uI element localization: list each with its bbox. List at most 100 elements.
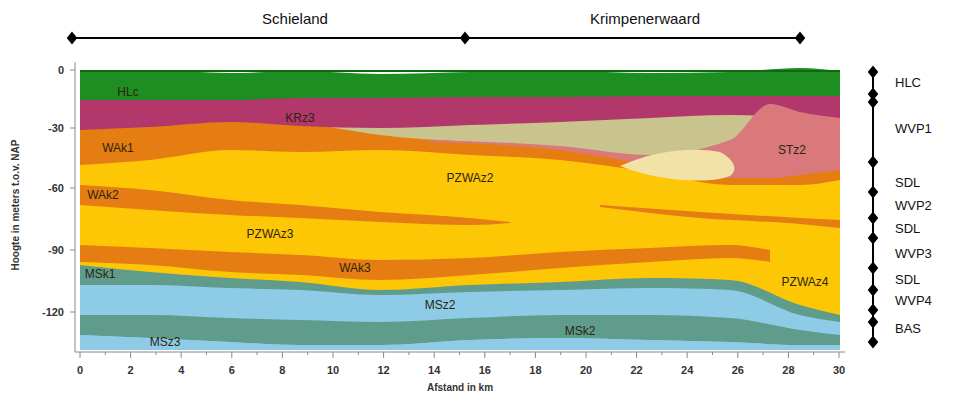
tick-mark (231, 352, 232, 358)
tick-label: -90 (48, 245, 64, 256)
bracket-diamond (869, 337, 877, 347)
layer-name: MSk2 (565, 325, 596, 337)
tick-mark (788, 352, 789, 358)
sand-layer (80, 96, 840, 350)
tick-mark (155, 352, 156, 355)
layer-name: STz2 (778, 144, 806, 156)
region-name: Schieland (262, 11, 328, 26)
tick-label: 24 (681, 365, 693, 376)
layer-name: WAk2 (87, 189, 119, 201)
unit-name: BAS (895, 322, 921, 335)
tick-label: 22 (630, 365, 642, 376)
unit-name: HLC (895, 76, 921, 89)
tick-mark (307, 352, 308, 355)
tick-label: 20 (580, 365, 592, 376)
bracket-diamond (869, 285, 877, 295)
layer-name: PZWAz4 (782, 276, 829, 288)
clay-layer (80, 185, 510, 225)
tick-label: 26 (732, 365, 744, 376)
tick-mark (70, 128, 75, 129)
tick-mark (560, 352, 561, 355)
tick-label: 12 (377, 365, 389, 376)
tick-mark (105, 352, 106, 355)
bracket-diamond (869, 187, 877, 197)
layer-name: KRz3 (285, 112, 314, 124)
tick-label: 6 (229, 365, 235, 376)
tick-mark (80, 352, 81, 358)
sand-layer (80, 335, 840, 350)
tick-mark (737, 352, 738, 358)
tick-label: -60 (48, 183, 64, 194)
tick-mark (611, 352, 612, 355)
tick-label: 14 (428, 365, 440, 376)
axes (75, 62, 845, 352)
tick-mark (70, 312, 75, 313)
tick-mark (484, 352, 485, 358)
tick-mark (839, 352, 840, 358)
soil-layers (80, 68, 840, 350)
tick-mark (70, 250, 75, 251)
axis-title: Hoogte in meters t.o.v. NAP (11, 140, 21, 271)
bracket-diamond (869, 305, 877, 315)
tick-label: 30 (833, 365, 845, 376)
unit-name: SDL (895, 222, 920, 235)
unit-name: WVP1 (895, 122, 932, 135)
layer-name: PZWAz2 (447, 172, 494, 184)
tick-label: 16 (479, 365, 491, 376)
layer-name: MSk1 (85, 268, 116, 280)
bracket-diamond (869, 97, 877, 107)
region-name: Krimpenerwaard (590, 11, 700, 26)
tick-mark (661, 352, 662, 355)
tick-label: -120 (42, 307, 64, 318)
unit-name: WVP2 (895, 199, 932, 212)
clay-layer (80, 265, 840, 350)
tick-mark (408, 352, 409, 355)
tick-label: 28 (782, 365, 794, 376)
tick-mark (586, 352, 587, 358)
tick-mark (687, 352, 688, 358)
sand-lens (620, 150, 734, 181)
tick-mark (434, 352, 435, 358)
aquifer-bracket (869, 67, 877, 347)
bracket-diamond (869, 213, 877, 223)
tick-label: 18 (529, 365, 541, 376)
unit-name: WVP4 (895, 294, 932, 307)
peat-layer (80, 68, 840, 100)
layer-name: HLc (117, 86, 138, 98)
layer-name: MSz3 (150, 336, 181, 348)
tick-label: 0 (77, 365, 83, 376)
tick-mark (257, 352, 258, 355)
tick-label: 0 (58, 65, 64, 76)
layer-name: WAk1 (102, 142, 134, 154)
bracket-diamond (869, 317, 877, 327)
sand-layer (80, 95, 840, 130)
unit-name: SDL (895, 176, 920, 189)
tick-label: 4 (178, 365, 184, 376)
unit-name: WVP3 (895, 247, 932, 260)
axis-ticks (70, 70, 839, 358)
region-bracket (68, 33, 804, 43)
tick-mark (181, 352, 182, 358)
tick-label: 10 (327, 365, 339, 376)
layer-name: PZWAz3 (247, 228, 294, 240)
tick-mark (813, 352, 814, 355)
clay-layer (600, 205, 840, 228)
layer-name: MSz2 (425, 299, 456, 311)
layer-name: WAk3 (339, 262, 371, 274)
bracket-diamond (869, 157, 877, 167)
tick-mark (70, 70, 75, 71)
clay-layer (80, 245, 770, 280)
tick-mark (712, 352, 713, 355)
tick-mark (383, 352, 384, 358)
sand-layer (80, 285, 840, 350)
tick-mark (763, 352, 764, 355)
axis-title: Afstand in km (427, 383, 493, 393)
tick-label: 2 (128, 365, 134, 376)
tick-label: -30 (48, 123, 64, 134)
tick-mark (333, 352, 334, 358)
tick-label: 8 (279, 365, 285, 376)
bracket-diamond (869, 67, 877, 77)
unit-name: SDL (895, 273, 920, 286)
tick-mark (282, 352, 283, 358)
